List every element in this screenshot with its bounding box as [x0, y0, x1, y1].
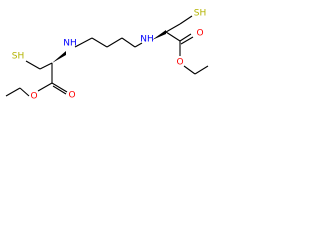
bond-bridge-c	[121, 37, 136, 48]
bond-co-double-b-right	[180, 36, 194, 45]
bond-oester-ch2-left	[19, 87, 30, 97]
atom-o-ester-right: O	[176, 58, 183, 68]
atom-o-ester-left: O	[30, 92, 37, 102]
bond-ch2-ch3-right	[194, 65, 209, 75]
bond-bridge-b	[106, 37, 123, 48]
bond-ch2-ch3-left	[5, 87, 21, 97]
wedge-bond-right	[152, 30, 166, 40]
molecule-canvas: SH NH O O NH SH O O	[0, 0, 250, 127]
bond-nh-bridge-left	[74, 37, 93, 48]
bond-ch2-calpha-left	[39, 62, 53, 70]
bond-co-double-a-left	[51, 82, 68, 93]
bond-bridge-nh-right	[134, 42, 143, 48]
bond-co-double-a-right	[179, 33, 192, 42]
atom-o-carbonyl-left: O	[68, 91, 75, 101]
bond-bridge-a	[91, 37, 108, 48]
bond-calpha-ch2-right	[165, 23, 181, 33]
structure-diagram: SH NH O O NH SH O O	[5, 9, 209, 102]
atom-nh-right: NH	[140, 35, 154, 45]
bond-co-double-b-left	[52, 85, 67, 95]
bond-oester-ch2-right	[183, 65, 196, 75]
bond-sh-ch2-left	[25, 60, 41, 70]
wedge-bond-left	[52, 51, 66, 63]
atom-sh-left: SH	[12, 52, 24, 62]
atom-sh-right: SH	[194, 9, 206, 19]
bond-calpha-ccarbonyl-right	[165, 31, 181, 42]
atom-nh-left: NH	[63, 39, 77, 49]
bond-ch2-sh-right	[179, 15, 193, 25]
bond-c-oester-left	[37, 82, 53, 92]
atom-o-carbonyl-right: O	[196, 29, 203, 39]
